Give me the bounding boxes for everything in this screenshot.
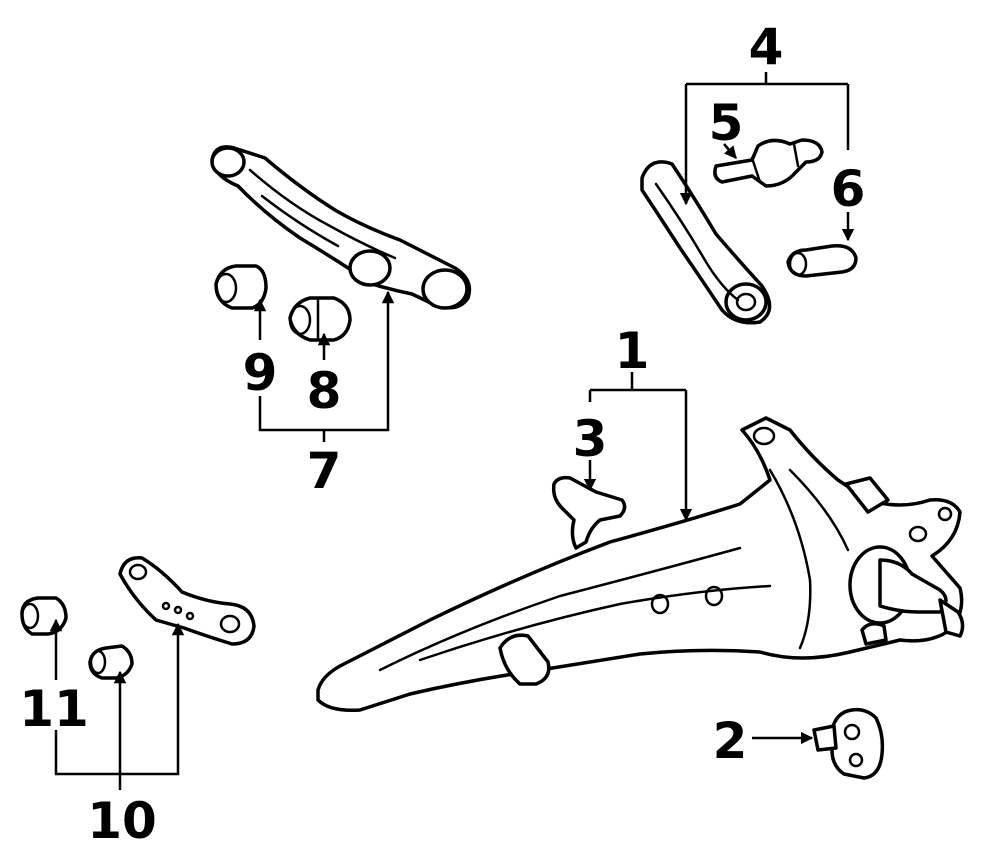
sensor-bracket-2 [812, 707, 885, 780]
lower-link [118, 556, 256, 646]
bushing-9 [214, 264, 268, 310]
callout-7: 7 [307, 442, 342, 500]
trailing-link-arm [640, 160, 772, 325]
callout-5: 5 [709, 94, 744, 152]
bushing-5 [713, 138, 824, 188]
callout-11: 11 [19, 680, 89, 738]
bushing-11 [20, 596, 68, 636]
callout-3: 3 [573, 410, 608, 468]
bushing-8 [288, 296, 352, 342]
rear-axle-beam [316, 416, 965, 713]
bushing-6 [786, 244, 858, 278]
callout-9: 9 [243, 344, 278, 402]
callout-6: 6 [831, 160, 866, 218]
callout-2: 2 [713, 712, 748, 770]
upper-control-arm [210, 145, 472, 310]
callout-1: 1 [615, 322, 650, 380]
bracket-3 [551, 475, 627, 550]
callout-numbers: 1 2 3 4 5 6 7 8 9 10 11 [19, 18, 865, 846]
callout-8: 8 [307, 362, 342, 420]
callout-4: 4 [749, 18, 784, 76]
bushing-10 [88, 644, 134, 680]
leader-lines [49, 72, 855, 790]
callout-10: 10 [87, 792, 157, 846]
